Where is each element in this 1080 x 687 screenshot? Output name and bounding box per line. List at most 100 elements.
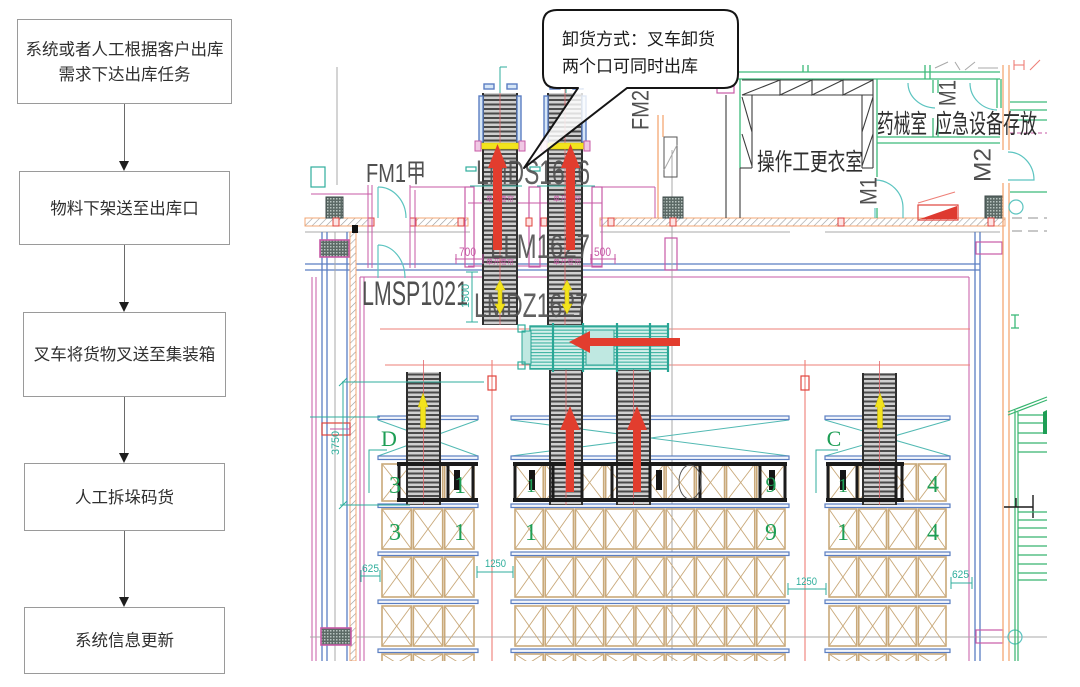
rack-cell <box>412 508 444 550</box>
rack-cell-frame <box>381 605 413 647</box>
rack-cell-brace <box>412 508 444 550</box>
structural-column <box>662 196 684 219</box>
rack-cell <box>544 508 575 550</box>
rack-cell <box>381 556 413 598</box>
rack-cell <box>828 508 858 550</box>
conveyor-foot <box>517 324 526 333</box>
connector-line <box>123 531 125 598</box>
rack-cell-brace <box>726 508 756 550</box>
connector-line <box>123 245 125 303</box>
rack-cell-frame <box>857 605 888 647</box>
shelf-beam <box>377 551 479 557</box>
rack-cell-frame <box>828 653 858 661</box>
rack-cell-brace <box>858 508 887 550</box>
rack-bay-number: 4 <box>927 472 939 498</box>
frame-beam <box>826 462 904 466</box>
rack-cell-brace <box>845 653 857 661</box>
flow-connector-arrow <box>119 104 129 171</box>
rack-cell-frame <box>443 605 475 647</box>
room-label-pharmacy: 药械室 <box>877 110 927 140</box>
rack-cell-frame <box>725 556 756 598</box>
rack-cell-brace <box>444 653 457 661</box>
rack-bay-number: 3 <box>389 520 401 546</box>
rack-cell-frame <box>665 556 696 598</box>
rack-cell-brace <box>828 508 858 550</box>
rack-bay-number: 1 <box>454 473 466 499</box>
door-frame <box>664 237 678 271</box>
rack-cell <box>917 556 947 598</box>
rack-cell <box>755 605 786 647</box>
rack-cell-brace <box>652 653 665 661</box>
rack-cell-brace <box>828 653 841 661</box>
rack-cell-frame <box>544 508 575 550</box>
staircase <box>1004 396 1048 661</box>
door-leaf <box>663 136 678 178</box>
rack-cell-brace <box>682 653 695 661</box>
callout-bubble: 卸货方式：叉车卸货 两个口可同时出库 <box>523 9 739 169</box>
rack-cell-brace <box>605 605 635 647</box>
yellow-direction-arrow <box>874 392 886 429</box>
rack-cell-brace <box>696 653 709 661</box>
pallet-jack-figure <box>529 470 535 490</box>
door-label-m1-locker: M1 <box>856 177 883 205</box>
rack-cell-brace <box>918 653 930 661</box>
frame-post <box>855 462 859 502</box>
rack-cell-brace <box>544 605 574 647</box>
rack-cell-brace <box>756 605 786 647</box>
rack-cell <box>665 605 696 647</box>
rack-cell <box>635 556 665 598</box>
arrow-up-icon <box>561 144 580 168</box>
frame-post <box>900 462 904 502</box>
dimension-label-1500: 1500 <box>460 284 472 308</box>
rack-cell-frame <box>695 653 726 661</box>
rack-cell-frame <box>917 653 947 661</box>
rack-cell-frame <box>604 556 635 598</box>
door-frame <box>975 241 1003 255</box>
rack-cell <box>828 556 858 598</box>
door-label-m2: M2 <box>970 148 997 182</box>
rack-cell <box>443 556 475 598</box>
callout-text-line: 两个口可同时出库 <box>562 57 698 77</box>
rack-cell-frame <box>412 605 444 647</box>
flow-step-text-line: 系统信息更新 <box>75 631 174 650</box>
yellow-direction-arrow <box>417 392 429 429</box>
rack-cell <box>917 605 947 647</box>
rack-cell-frame <box>887 556 918 598</box>
shelf-beam <box>510 648 790 654</box>
stair-direction-marker <box>1043 410 1047 434</box>
flow-step-text-line: 物料下架送至出库口 <box>50 198 199 218</box>
rack-cell-frame <box>917 556 947 598</box>
rack-outbound-arrow-1 <box>560 406 580 492</box>
rack-cell <box>604 556 635 598</box>
frame-post <box>513 462 517 502</box>
flow-step-forklift-to-container: 叉车将货物叉送至集装箱 <box>23 312 226 397</box>
rack-cell <box>917 508 947 550</box>
rack-cell-brace <box>635 605 665 647</box>
arrow-shaft <box>566 426 574 492</box>
rack-cell <box>665 508 696 550</box>
rack-cell-frame <box>695 605 726 647</box>
arrow-shaft <box>633 426 641 492</box>
rack-cell-brace <box>695 605 725 647</box>
drawing-content: FM1甲 FM2 LMDS1626 LLM1627 LMSP1021 LMDZ1… <box>304 59 1048 661</box>
transfer-conveyor <box>517 323 670 372</box>
rack-cell-brace <box>412 556 444 598</box>
wall-anchor-marker <box>457 217 465 227</box>
pallet-jack-figure <box>656 470 662 490</box>
rack-cell-brace <box>726 605 756 647</box>
rack-cell-brace <box>381 653 395 661</box>
wall-anchor-marker <box>987 217 995 227</box>
rack-cell <box>635 605 665 647</box>
rack-cell <box>412 556 444 598</box>
dimension-tick <box>338 377 348 387</box>
rack-cell-frame <box>574 653 605 661</box>
arrow-up-icon <box>488 144 507 168</box>
rack-cell-brace <box>444 508 475 550</box>
flow-step-text-line: 需求下达出库任务 <box>58 64 191 84</box>
shelf-beam <box>510 599 790 605</box>
rack-cell <box>887 556 918 598</box>
unload-exit-arrow-left <box>488 144 507 250</box>
rack-cell <box>695 653 726 661</box>
flow-step-system-update: 系统信息更新 <box>24 607 225 674</box>
truncated-label-fragment <box>964 61 976 71</box>
